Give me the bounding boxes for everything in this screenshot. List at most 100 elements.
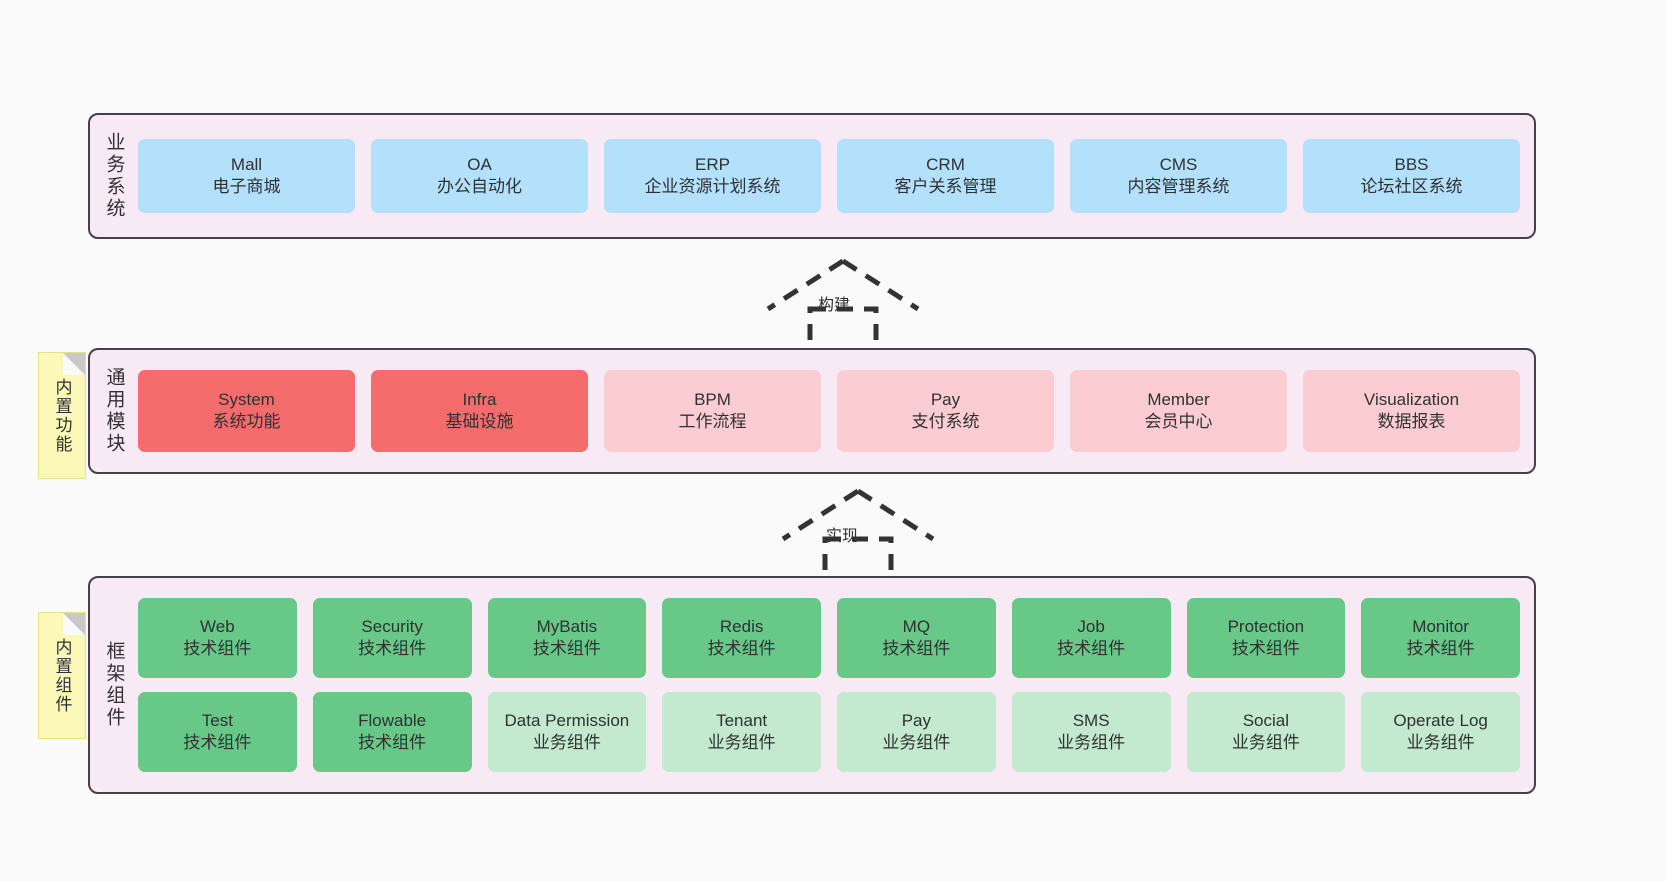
box-title: CMS <box>1159 154 1198 174</box>
layer-business-systems: 业务系统 Mall 电子商城 OA 办公自动化 ERP 企业资源计划系统 CRM… <box>88 113 1536 239</box>
box-subtitle: 技术组件 <box>183 733 252 752</box>
box-subtitle: 基础设施 <box>445 412 514 431</box>
box-infra[interactable]: Infra 基础设施 <box>371 370 588 452</box>
box-title: Test <box>201 710 233 730</box>
box-title: SMS <box>1072 710 1110 730</box>
box-subtitle: 客户关系管理 <box>894 177 997 196</box>
box-subtitle: 技术组件 <box>532 639 601 658</box>
box-subtitle: 电子商城 <box>212 177 281 196</box>
box-subtitle: 企业资源计划系统 <box>644 177 781 196</box>
box-title: Pay <box>901 710 932 730</box>
box-sms[interactable]: SMS 业务组件 <box>1011 692 1171 772</box>
box-subtitle: 技术组件 <box>358 733 427 752</box>
box-member[interactable]: Member 会员中心 <box>1070 370 1287 452</box>
box-system[interactable]: System 系统功能 <box>138 370 355 452</box>
box-test[interactable]: Test 技术组件 <box>138 692 297 772</box>
connector-implement-label: 实现 <box>826 528 859 545</box>
box-title: Flowable <box>358 710 427 730</box>
box-protection[interactable]: Protection 技术组件 <box>1186 598 1346 678</box>
box-subtitle: 业务组件 <box>532 733 601 752</box>
box-subtitle: 技术组件 <box>1406 639 1475 658</box>
layer-body-common-modules: System 系统功能 Infra 基础设施 BPM 工作流程 Pay 支付系统… <box>136 350 1534 472</box>
note-label: 内置功能 <box>52 377 72 454</box>
box-subtitle: 业务组件 <box>707 733 776 752</box>
box-tenant[interactable]: Tenant 业务组件 <box>662 692 821 772</box>
box-title: Social <box>1242 710 1290 730</box>
box-subtitle: 业务组件 <box>882 733 951 752</box>
box-subtitle: 系统功能 <box>212 412 281 431</box>
box-title: Visualization <box>1363 389 1460 409</box>
box-title: Pay <box>930 389 961 409</box>
box-title: CRM <box>926 154 965 174</box>
box-bpm[interactable]: BPM 工作流程 <box>604 370 821 452</box>
box-title: BBS <box>1394 154 1429 174</box>
box-subtitle: 办公自动化 <box>437 177 522 196</box>
box-mybatis[interactable]: MyBatis 技术组件 <box>487 598 647 678</box>
layer-body-framework-components: Web 技术组件 Security 技术组件 MyBatis 技术组件 Redi… <box>136 578 1534 792</box>
box-web[interactable]: Web 技术组件 <box>138 598 297 678</box>
box-title: MyBatis <box>536 616 598 636</box>
box-title: Redis <box>719 616 764 636</box>
box-crm[interactable]: CRM 客户关系管理 <box>837 139 1054 213</box>
box-title: Member <box>1147 389 1210 409</box>
box-subtitle: 业务组件 <box>1057 733 1126 752</box>
business-systems-row: Mall 电子商城 OA 办公自动化 ERP 企业资源计划系统 CRM 客户关系… <box>138 139 1520 213</box>
box-erp[interactable]: ERP 企业资源计划系统 <box>604 139 821 213</box>
box-redis[interactable]: Redis 技术组件 <box>662 598 821 678</box>
box-job[interactable]: Job 技术组件 <box>1011 598 1171 678</box>
box-subtitle: 技术组件 <box>1231 639 1300 658</box>
box-subtitle: 业务组件 <box>1406 733 1475 752</box>
box-title: System <box>218 389 275 409</box>
layer-framework-components: 框架组件 Web 技术组件 Security 技术组件 MyBatis 技术组件… <box>88 576 1536 794</box>
box-subtitle: 技术组件 <box>1057 639 1126 658</box>
box-title: OA <box>467 154 492 174</box>
box-pay-business[interactable]: Pay 业务组件 <box>837 692 996 772</box>
common-modules-row: System 系统功能 Infra 基础设施 BPM 工作流程 Pay 支付系统… <box>138 370 1520 452</box>
box-security[interactable]: Security 技术组件 <box>312 598 472 678</box>
box-title: MQ <box>902 616 931 636</box>
box-data-permission[interactable]: Data Permission 业务组件 <box>487 692 647 772</box>
box-subtitle: 会员中心 <box>1144 412 1213 431</box>
layer-body-business-systems: Mall 电子商城 OA 办公自动化 ERP 企业资源计划系统 CRM 客户关系… <box>136 115 1534 237</box>
box-flowable[interactable]: Flowable 技术组件 <box>312 692 472 772</box>
box-title: Operate Log <box>1393 710 1488 730</box>
box-subtitle: 内容管理系统 <box>1127 177 1230 196</box>
box-bbs[interactable]: BBS 论坛社区系统 <box>1303 139 1520 213</box>
box-title: Web <box>200 616 235 636</box>
layer-label-framework-components: 框架组件 <box>103 641 125 729</box>
box-mq[interactable]: MQ 技术组件 <box>837 598 996 678</box>
box-title: Job <box>1077 616 1105 636</box>
connector-build-label: 构建 <box>818 297 851 314</box>
box-cms[interactable]: CMS 内容管理系统 <box>1070 139 1287 213</box>
box-subtitle: 论坛社区系统 <box>1360 177 1463 196</box>
note-builtin-features: 内置功能 <box>38 352 86 479</box>
framework-tech-row: Web 技术组件 Security 技术组件 MyBatis 技术组件 Redi… <box>138 598 1520 678</box>
box-mall[interactable]: Mall 电子商城 <box>138 139 355 213</box>
box-subtitle: 业务组件 <box>1231 733 1300 752</box>
box-subtitle: 工作流程 <box>678 412 747 431</box>
layer-label-common-modules: 通用模块 <box>103 367 125 455</box>
box-subtitle: 技术组件 <box>882 639 951 658</box>
framework-business-row: Test 技术组件 Flowable 技术组件 Data Permission … <box>138 692 1520 772</box>
note-builtin-components: 内置组件 <box>38 612 86 739</box>
box-monitor[interactable]: Monitor 技术组件 <box>1361 598 1520 678</box>
box-title: Infra <box>462 389 497 409</box>
note-label: 内置组件 <box>52 637 72 714</box>
box-subtitle: 数据报表 <box>1377 412 1446 431</box>
box-social[interactable]: Social 业务组件 <box>1186 692 1346 772</box>
box-title: Security <box>361 616 423 636</box>
layer-common-modules: 通用模块 System 系统功能 Infra 基础设施 BPM 工作流程 Pay… <box>88 348 1536 474</box>
box-visualization[interactable]: Visualization 数据报表 <box>1303 370 1520 452</box>
box-subtitle: 技术组件 <box>183 639 252 658</box>
box-subtitle: 技术组件 <box>358 639 427 658</box>
box-title: Mall <box>230 154 263 174</box>
box-pay[interactable]: Pay 支付系统 <box>837 370 1054 452</box>
box-title: Monitor <box>1412 616 1469 636</box>
box-title: BPM <box>694 389 731 409</box>
box-subtitle: 技术组件 <box>707 639 776 658</box>
box-oa[interactable]: OA 办公自动化 <box>371 139 588 213</box>
box-subtitle: 支付系统 <box>911 412 980 431</box>
box-operate-log[interactable]: Operate Log 业务组件 <box>1361 692 1520 772</box>
box-title: Protection <box>1227 616 1305 636</box>
